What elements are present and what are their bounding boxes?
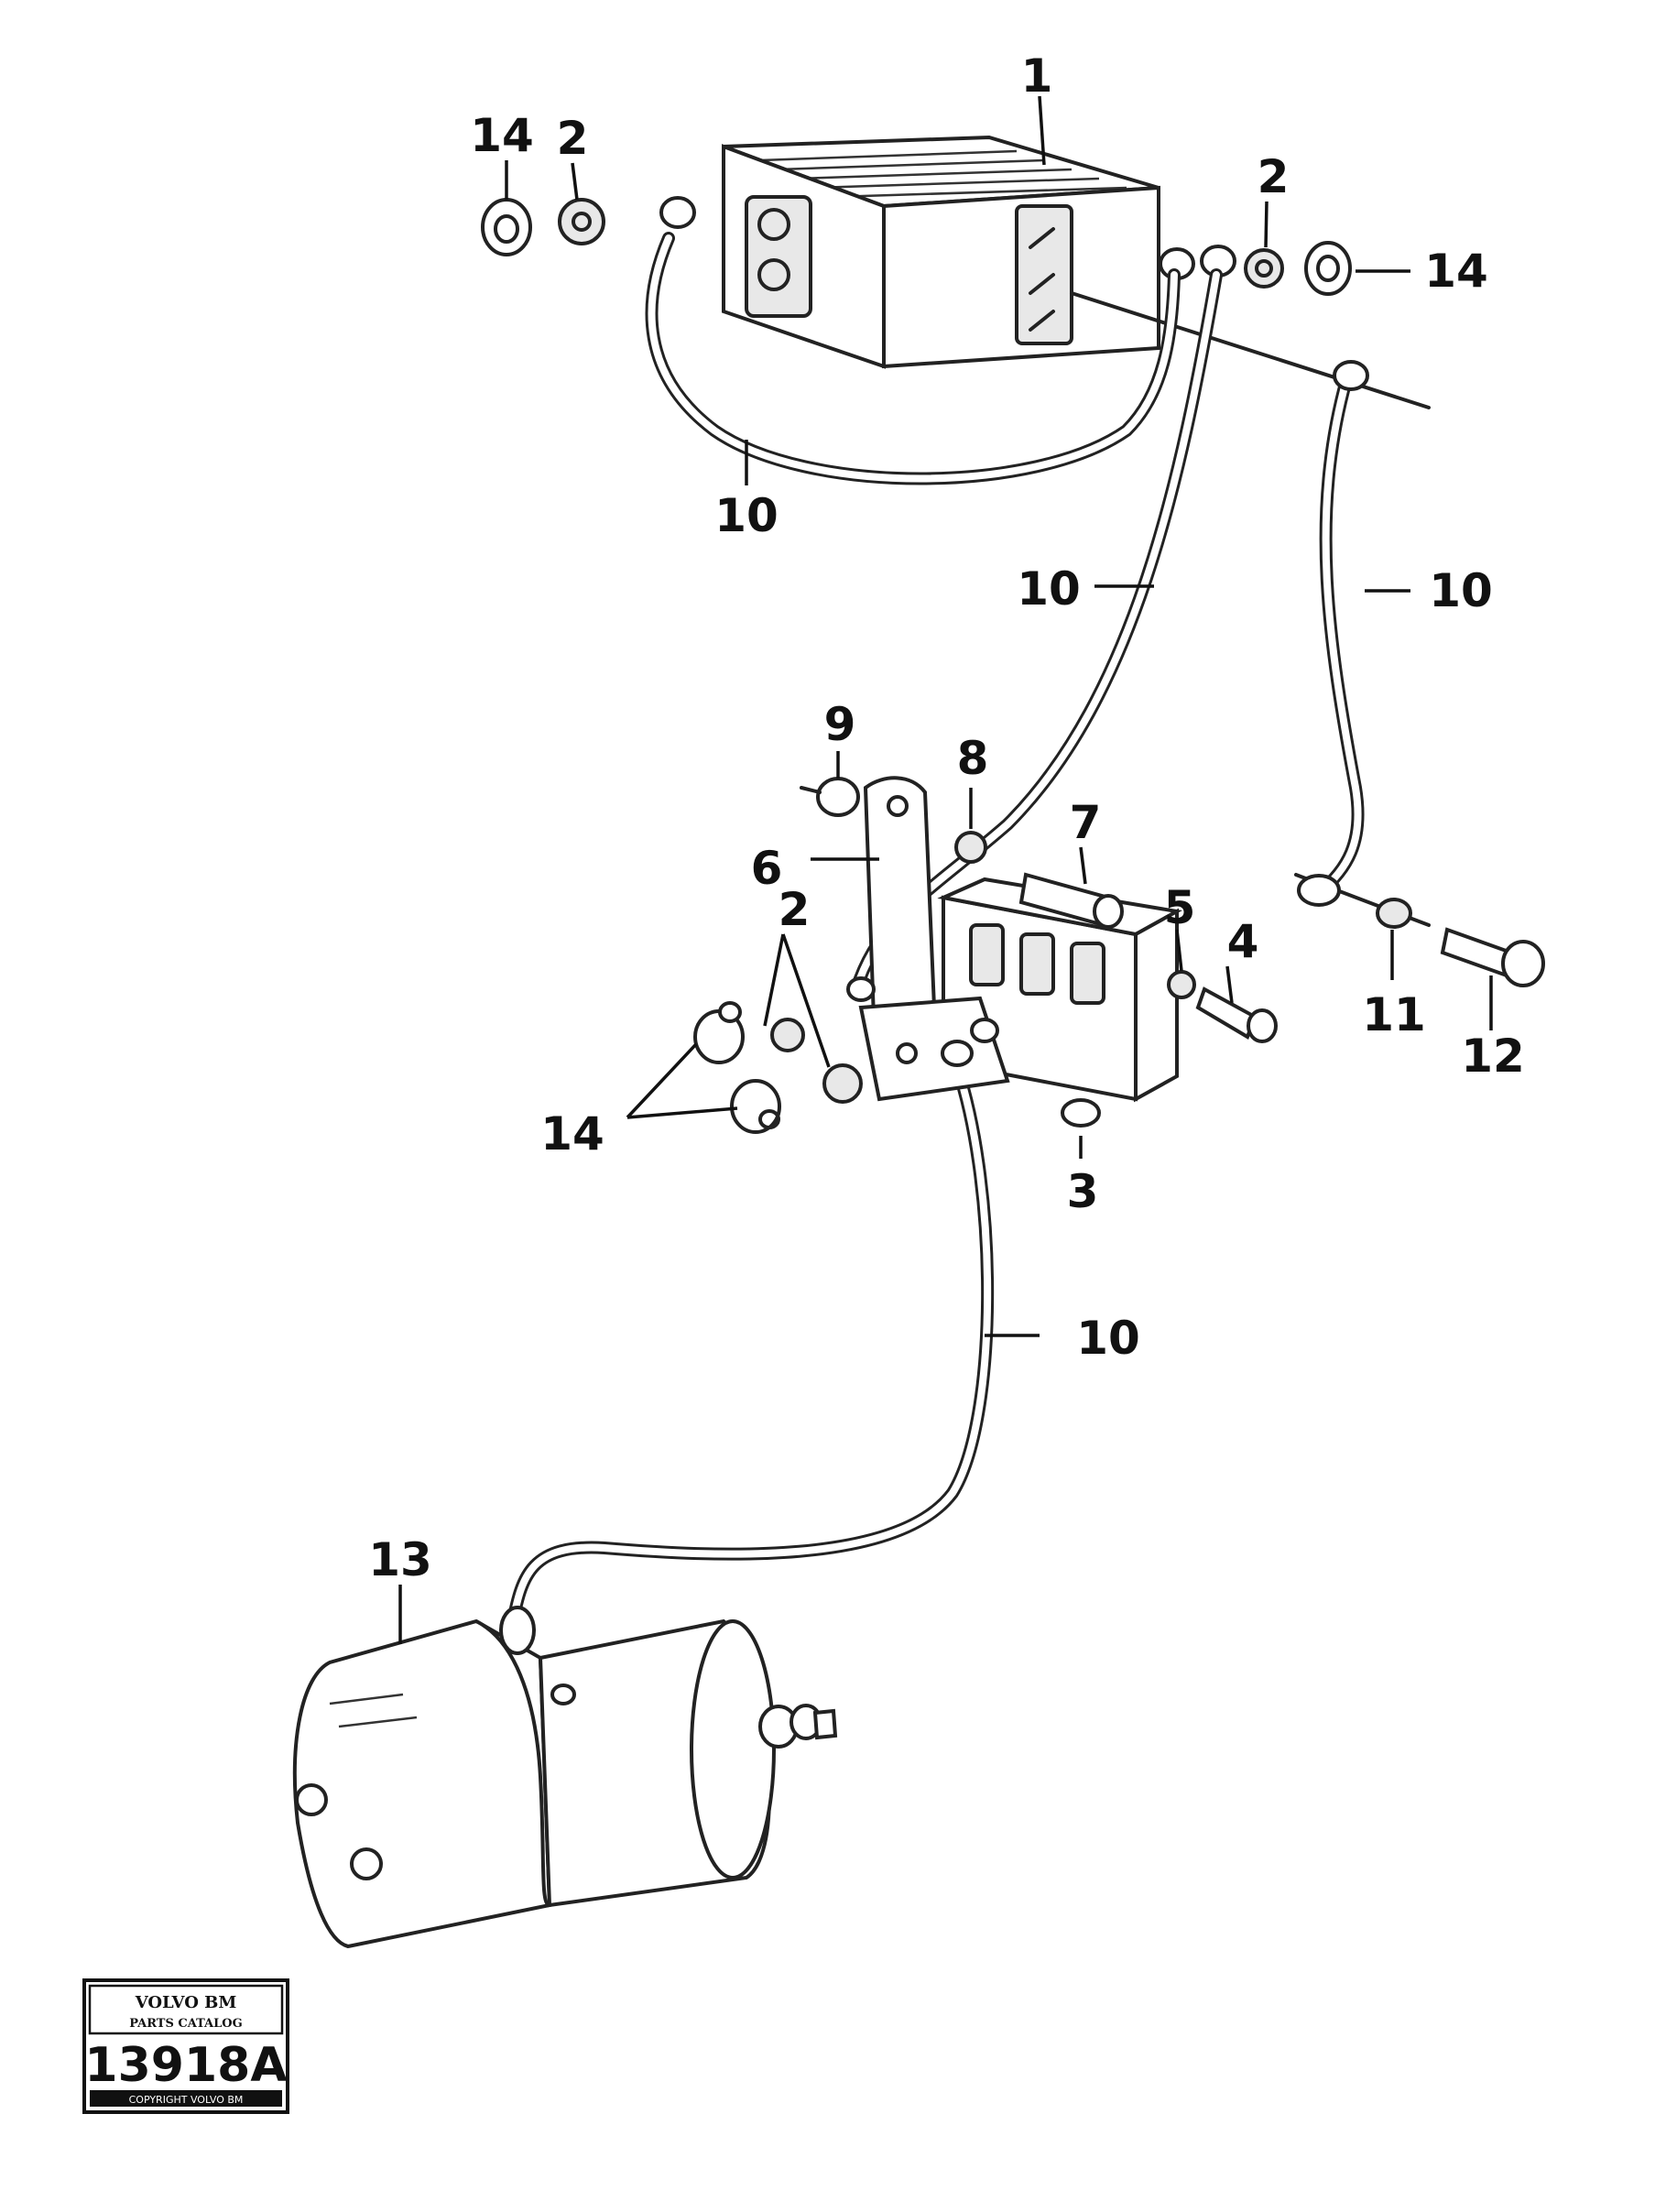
callout-13: 13 — [368, 1533, 432, 1586]
callout-4: 4 — [1227, 915, 1259, 968]
callout-2-block: 2 — [779, 883, 811, 936]
badge-footer: COPYRIGHT VOLVO BM — [129, 2094, 244, 2106]
callout-12: 12 — [1461, 1030, 1525, 1083]
callout-14-block: 14 — [540, 1107, 604, 1160]
ground-lug-top — [1333, 360, 1369, 391]
callout-10-battery-loop: 10 — [714, 489, 779, 542]
cap-9 — [800, 777, 860, 817]
callouts: 1 14 2 2 14 10 10 10 9 8 7 6 2 5 4 11 12… — [368, 49, 1525, 1586]
callout-10-starter-cable: 10 — [1076, 1312, 1140, 1365]
nut-2-block-a — [770, 1018, 805, 1052]
nut-8 — [954, 831, 987, 864]
fuse-7 — [1018, 872, 1124, 929]
nut-left — [558, 198, 605, 245]
battery — [659, 135, 1236, 369]
starter-motor — [292, 1606, 838, 1949]
badge-subtitle: PARTS CATALOG — [129, 2017, 242, 2031]
ground-line — [1070, 291, 1431, 409]
lug-14-block-a — [693, 1001, 745, 1064]
leader-lines — [398, 95, 1493, 1644]
fuse-block — [846, 776, 1182, 1128]
callout-10-ground-cable: 10 — [1429, 564, 1493, 617]
callout-2-top-left: 2 — [557, 112, 589, 165]
badge-brand: VOLVO BM — [135, 1993, 237, 2012]
callout-8: 8 — [957, 732, 989, 785]
catalog-badge: VOLVO BM PARTS CATALOG 13918A COPYRIGHT … — [82, 1978, 289, 2114]
callout-3: 3 — [1067, 1165, 1099, 1218]
callout-7: 7 — [1070, 796, 1102, 849]
callout-6: 6 — [751, 842, 783, 895]
callout-9: 9 — [824, 698, 856, 751]
callout-14-top-left: 14 — [470, 109, 534, 162]
callout-14-top-right: 14 — [1424, 245, 1488, 298]
nut-right — [1244, 248, 1284, 289]
lug-right — [1304, 241, 1352, 296]
callout-11: 11 — [1362, 988, 1426, 1041]
bolt-4 — [1195, 986, 1278, 1043]
callout-10-main-cable: 10 — [1017, 562, 1081, 616]
callout-1: 1 — [1021, 49, 1053, 103]
callout-5: 5 — [1164, 881, 1196, 934]
lug-14-block-b — [730, 1079, 781, 1134]
callout-2-top-right: 2 — [1258, 150, 1290, 203]
washer-5 — [1167, 970, 1196, 999]
badge-number: 13918A — [84, 2038, 287, 2093]
lug-left — [481, 198, 532, 256]
nut-2-block-b — [822, 1063, 863, 1104]
ground-bolt-assembly — [1294, 873, 1545, 987]
